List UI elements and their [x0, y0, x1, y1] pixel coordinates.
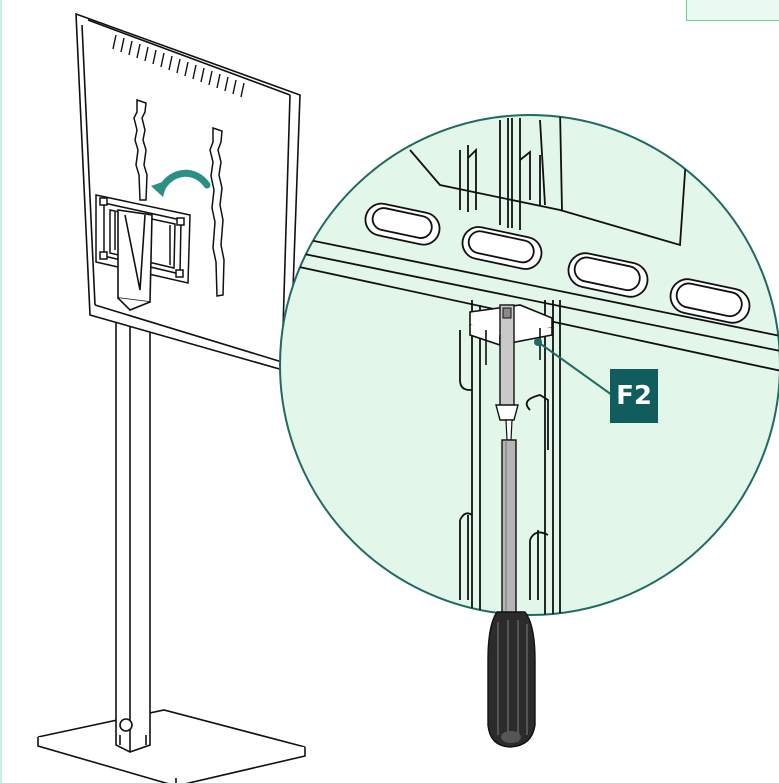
- rotate-arrow-icon: [151, 169, 211, 197]
- tv-back-panel: [75, 12, 301, 374]
- callout-leader-line: [537, 341, 613, 396]
- tv-bracket-left: [133, 98, 148, 201]
- page-left-border: [0, 0, 2, 783]
- pole-top-bracket: [117, 209, 153, 311]
- stand-pole: [115, 305, 151, 753]
- corner-tab: [686, 0, 779, 21]
- tv-bracket-right: [209, 126, 225, 297]
- stand-base: [37, 709, 306, 783]
- magnifier-circle: [279, 114, 779, 616]
- screwdriver-icon: [487, 304, 536, 748]
- callout-label-f2: F2: [610, 369, 658, 423]
- tv-vents: [112, 34, 245, 98]
- callout-dot: [534, 338, 542, 346]
